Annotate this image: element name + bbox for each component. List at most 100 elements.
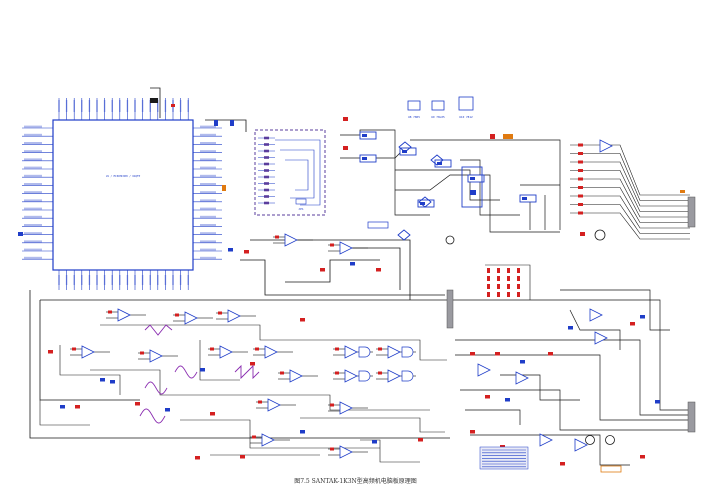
regulator-group: U8 7805 U9 78L05 U10 7812 xyxy=(407,96,474,119)
resistor xyxy=(343,117,348,121)
pin-label-left xyxy=(24,133,42,136)
diode-bridge xyxy=(398,141,412,153)
signal-wire xyxy=(570,212,690,240)
op-amp xyxy=(227,309,241,323)
op-amp xyxy=(344,369,358,383)
wire xyxy=(500,374,580,401)
wire xyxy=(410,139,561,230)
resistor xyxy=(578,160,583,164)
pin-label-right xyxy=(200,183,216,185)
pin-label-right xyxy=(200,191,216,194)
op-amp xyxy=(267,398,281,412)
op-amp xyxy=(539,433,553,447)
component xyxy=(135,402,140,406)
op-amp xyxy=(589,308,603,322)
component-layer xyxy=(18,98,685,466)
pin-label-right xyxy=(200,248,216,251)
sine-waveform xyxy=(174,365,198,379)
op-amp xyxy=(477,363,491,377)
pin-label-right xyxy=(200,166,216,169)
component xyxy=(372,440,377,444)
bus-wire xyxy=(560,289,670,331)
pin-label-left xyxy=(24,248,42,251)
op-amp xyxy=(289,369,303,383)
pin-label-bottom xyxy=(149,275,151,285)
resistor-array xyxy=(487,268,490,273)
resistor xyxy=(255,347,259,351)
resistor xyxy=(108,310,112,314)
component xyxy=(250,362,255,366)
op-amp xyxy=(264,345,278,359)
component xyxy=(60,405,65,409)
pin-label-left xyxy=(24,191,42,194)
pin-label-top xyxy=(58,100,60,112)
pin-label-right xyxy=(200,207,216,210)
jumper-wire xyxy=(275,139,321,206)
component xyxy=(418,438,423,442)
op-amp xyxy=(184,311,198,325)
resistor xyxy=(210,347,214,351)
component xyxy=(568,326,573,330)
transistor xyxy=(445,235,455,245)
resistor xyxy=(218,311,222,315)
resistor xyxy=(330,403,334,407)
pin-label-right xyxy=(200,142,216,144)
signal-wire xyxy=(570,144,690,196)
resistor xyxy=(171,104,175,107)
op-amp xyxy=(387,345,401,359)
wire xyxy=(485,264,531,300)
signal-wire xyxy=(570,178,690,218)
pin-label-top xyxy=(141,100,144,112)
bus-wire xyxy=(455,339,690,416)
component xyxy=(495,352,500,356)
optocoupler xyxy=(359,131,377,140)
op-amp xyxy=(339,445,353,459)
resistor-array xyxy=(487,292,490,297)
pin-label-bottom xyxy=(164,275,167,285)
pin-label-bottom xyxy=(73,275,75,285)
op-amp xyxy=(219,345,233,359)
capacitor xyxy=(230,120,234,126)
triangle-waveform xyxy=(144,324,173,336)
signal-wire xyxy=(570,153,690,201)
op-amp xyxy=(261,433,275,447)
pin-label-top xyxy=(119,100,121,112)
component xyxy=(350,262,355,266)
pin-label-left xyxy=(24,142,42,144)
op-amp xyxy=(81,345,95,359)
resistor xyxy=(578,169,583,172)
optocoupler-led xyxy=(362,134,367,137)
component xyxy=(75,405,80,409)
resistor xyxy=(140,351,144,355)
wire xyxy=(199,340,240,381)
resistor xyxy=(578,152,583,155)
component xyxy=(195,456,200,460)
signal-wire xyxy=(570,195,690,229)
resistor-array xyxy=(507,276,510,281)
component xyxy=(630,322,635,326)
resistor xyxy=(222,185,226,191)
resistor xyxy=(275,235,279,239)
op-amp xyxy=(594,331,608,345)
logic-gate xyxy=(401,370,414,382)
op-amp xyxy=(344,345,358,359)
resistor xyxy=(175,313,179,317)
bus-wire xyxy=(455,354,690,421)
resistor xyxy=(378,347,382,351)
optocoupler xyxy=(367,221,389,229)
pin-label-top xyxy=(65,100,68,112)
resistor xyxy=(578,211,583,215)
pin-label-top xyxy=(88,100,91,112)
jumper-pin xyxy=(264,195,269,198)
pin-label-bottom xyxy=(96,275,98,285)
transistor xyxy=(605,435,615,445)
jumper-wire xyxy=(285,159,309,191)
pin-label-left xyxy=(24,199,42,202)
pin-label-left xyxy=(24,158,42,161)
crystal xyxy=(150,98,158,103)
pin-label-left xyxy=(24,232,42,235)
resistor xyxy=(72,347,76,351)
pin-label-bottom xyxy=(88,275,91,285)
resistor-array xyxy=(507,292,510,297)
diode-bridge xyxy=(397,229,411,241)
